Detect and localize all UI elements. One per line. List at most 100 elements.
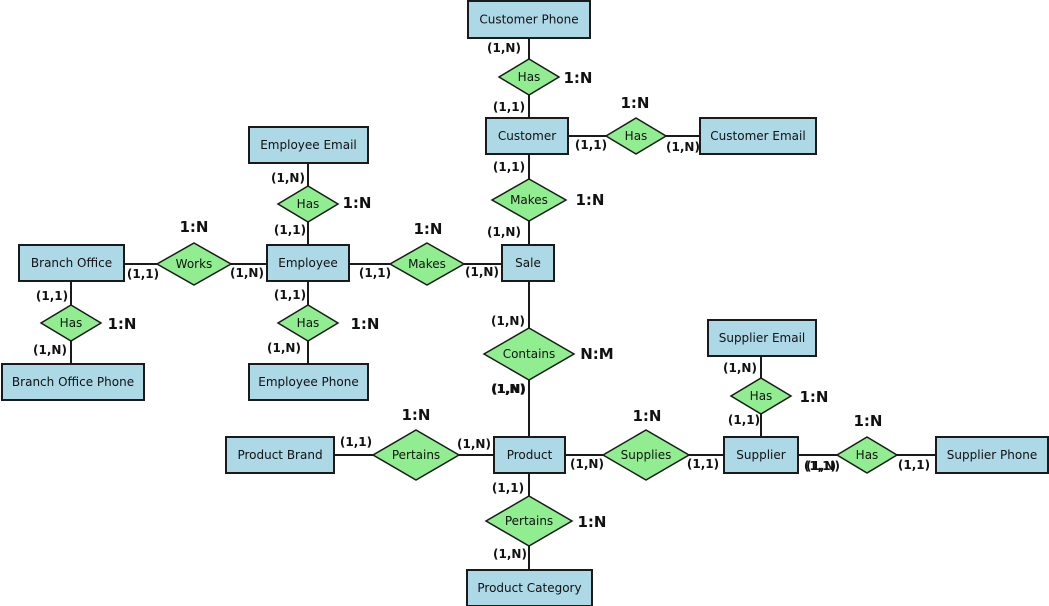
cardinality-label: (1,1) <box>493 160 525 174</box>
relationship-ratio: 1:N <box>576 191 605 209</box>
entity-label: Product Category <box>477 581 581 595</box>
entity-box <box>266 244 350 282</box>
entity-supplier-phone[interactable]: Supplier Phone <box>935 436 1049 474</box>
cardinality-label: (1,1) <box>274 223 306 237</box>
relationship-label: Pertains <box>505 514 553 528</box>
cardinality-label: (1,N) <box>457 437 491 451</box>
entity-label: Sale <box>515 256 541 270</box>
relationship-has-customer-email[interactable]: Has <box>604 117 668 155</box>
relationship-diamond <box>835 436 899 474</box>
cardinality-label: (1,N) <box>723 361 757 375</box>
relationship-label: Has <box>60 316 83 330</box>
relationship-supplies[interactable]: Supplies <box>601 429 691 481</box>
cardinality-label: (1,1) <box>274 288 306 302</box>
relationship-pertains-category[interactable]: Pertains <box>484 495 574 547</box>
entity-label: Supplier Phone <box>947 448 1037 462</box>
entity-label: Product Brand <box>237 448 322 462</box>
entity-branch-office-phone[interactable]: Branch Office Phone <box>1 363 145 401</box>
entity-box <box>467 0 591 39</box>
relationship-diamond <box>729 377 793 415</box>
entity-label: Customer <box>498 129 556 143</box>
entity-customer[interactable]: Customer <box>485 117 569 155</box>
relationship-ratio: 1:N <box>351 315 380 333</box>
relationship-customer-makes[interactable]: Makes <box>490 178 568 222</box>
entity-supplier[interactable]: Supplier <box>723 436 799 474</box>
relationship-diamond <box>482 327 576 381</box>
relationship-diamond <box>155 242 233 286</box>
relationship-ratio: 1:N <box>180 218 209 236</box>
relationship-label: Works <box>176 257 213 271</box>
entity-box <box>1 363 145 401</box>
cardinality-label: (1,N) <box>491 314 525 328</box>
relationship-ratio: 1:N <box>402 406 431 424</box>
cardinality-label: (1,1) <box>492 481 524 495</box>
relationship-has-customer-phone[interactable]: Has <box>497 58 561 96</box>
cardinality-label: (1,N) <box>33 343 67 357</box>
relationship-label: Supplies <box>621 448 672 462</box>
relationship-has-branch-phone[interactable]: Has <box>39 304 103 342</box>
entity-sale[interactable]: Sale <box>501 244 555 282</box>
entity-box <box>248 126 369 164</box>
relationship-works[interactable]: Works <box>155 242 233 286</box>
cardinality-label: (1,1) <box>127 267 159 281</box>
relationship-ratio: 1:N <box>108 315 137 333</box>
cardinality-label: (1,N) <box>271 171 305 185</box>
entity-box <box>225 436 335 474</box>
relationship-label: Has <box>297 197 320 211</box>
entity-product-category[interactable]: Product Category <box>466 569 593 606</box>
entity-customer-email[interactable]: Customer Email <box>699 117 817 155</box>
relationship-ratio: 1:N <box>621 94 650 112</box>
relationship-diamond <box>388 242 466 286</box>
edges <box>70 38 936 570</box>
entity-label: Branch Office Phone <box>12 375 134 389</box>
entity-box <box>18 244 125 282</box>
relationship-has-supplier-phone[interactable]: Has <box>835 436 899 474</box>
cardinality-label: (1,N) <box>491 382 525 396</box>
entity-box <box>707 319 817 357</box>
entity-employee-email[interactable]: Employee Email <box>248 126 369 164</box>
relationship-employee-makes[interactable]: Makes <box>388 242 466 286</box>
entity-label: Supplier <box>736 448 786 462</box>
cardinality-label: (1,1) <box>493 100 525 114</box>
cardinality-label: (1,1) <box>687 457 719 471</box>
entity-customer-phone[interactable]: Customer Phone <box>467 0 591 39</box>
cardinality-label: (1,N) <box>487 41 521 55</box>
cardinality-label: (1,N) <box>806 459 840 473</box>
cardinality-label: (1,1) <box>898 458 930 472</box>
entity-employee[interactable]: Employee <box>266 244 350 282</box>
relationship-has-employee-email[interactable]: Has <box>276 185 340 223</box>
entity-supplier-email[interactable]: Supplier Email <box>707 319 817 357</box>
relationship-ratio: 1:N <box>564 69 593 87</box>
relationship-contains[interactable]: Contains <box>482 327 576 381</box>
entity-box <box>485 117 569 155</box>
entity-employee-phone[interactable]: Employee Phone <box>248 363 369 401</box>
relationship-diamond <box>497 58 561 96</box>
entity-label: Customer Phone <box>479 13 578 27</box>
relationship-has-employee-phone[interactable]: Has <box>276 304 340 342</box>
relationship-ratio: 1:N <box>800 388 829 406</box>
cardinality-label: (1,N) <box>492 382 526 396</box>
relationship-ratio: N:M <box>580 345 613 363</box>
relationship-ratio: 1:N <box>854 412 883 430</box>
relationship-label: Has <box>750 389 773 403</box>
cardinality-label: (1,N) <box>666 140 700 154</box>
relationship-pertains-brand[interactable]: Pertains <box>371 429 461 481</box>
relationship-label: Has <box>625 129 648 143</box>
relationship-has-supplier-email[interactable]: Has <box>729 377 793 415</box>
relationship-label: Contains <box>503 347 556 361</box>
entity-branch-office[interactable]: Branch Office <box>18 244 125 282</box>
entity-product-brand[interactable]: Product Brand <box>225 436 335 474</box>
relationship-label: Has <box>856 448 879 462</box>
relationship-diamond <box>604 117 668 155</box>
cardinality-label: (1,N) <box>267 341 301 355</box>
entity-box <box>723 436 799 474</box>
entity-box <box>935 436 1049 474</box>
cardinality-label: (1,1) <box>340 435 372 449</box>
relationship-ratio: 1:N <box>414 220 443 238</box>
cardinality-label: (1,N) <box>465 265 499 279</box>
entity-product[interactable]: Product <box>493 436 566 474</box>
relationship-diamond <box>276 185 340 223</box>
